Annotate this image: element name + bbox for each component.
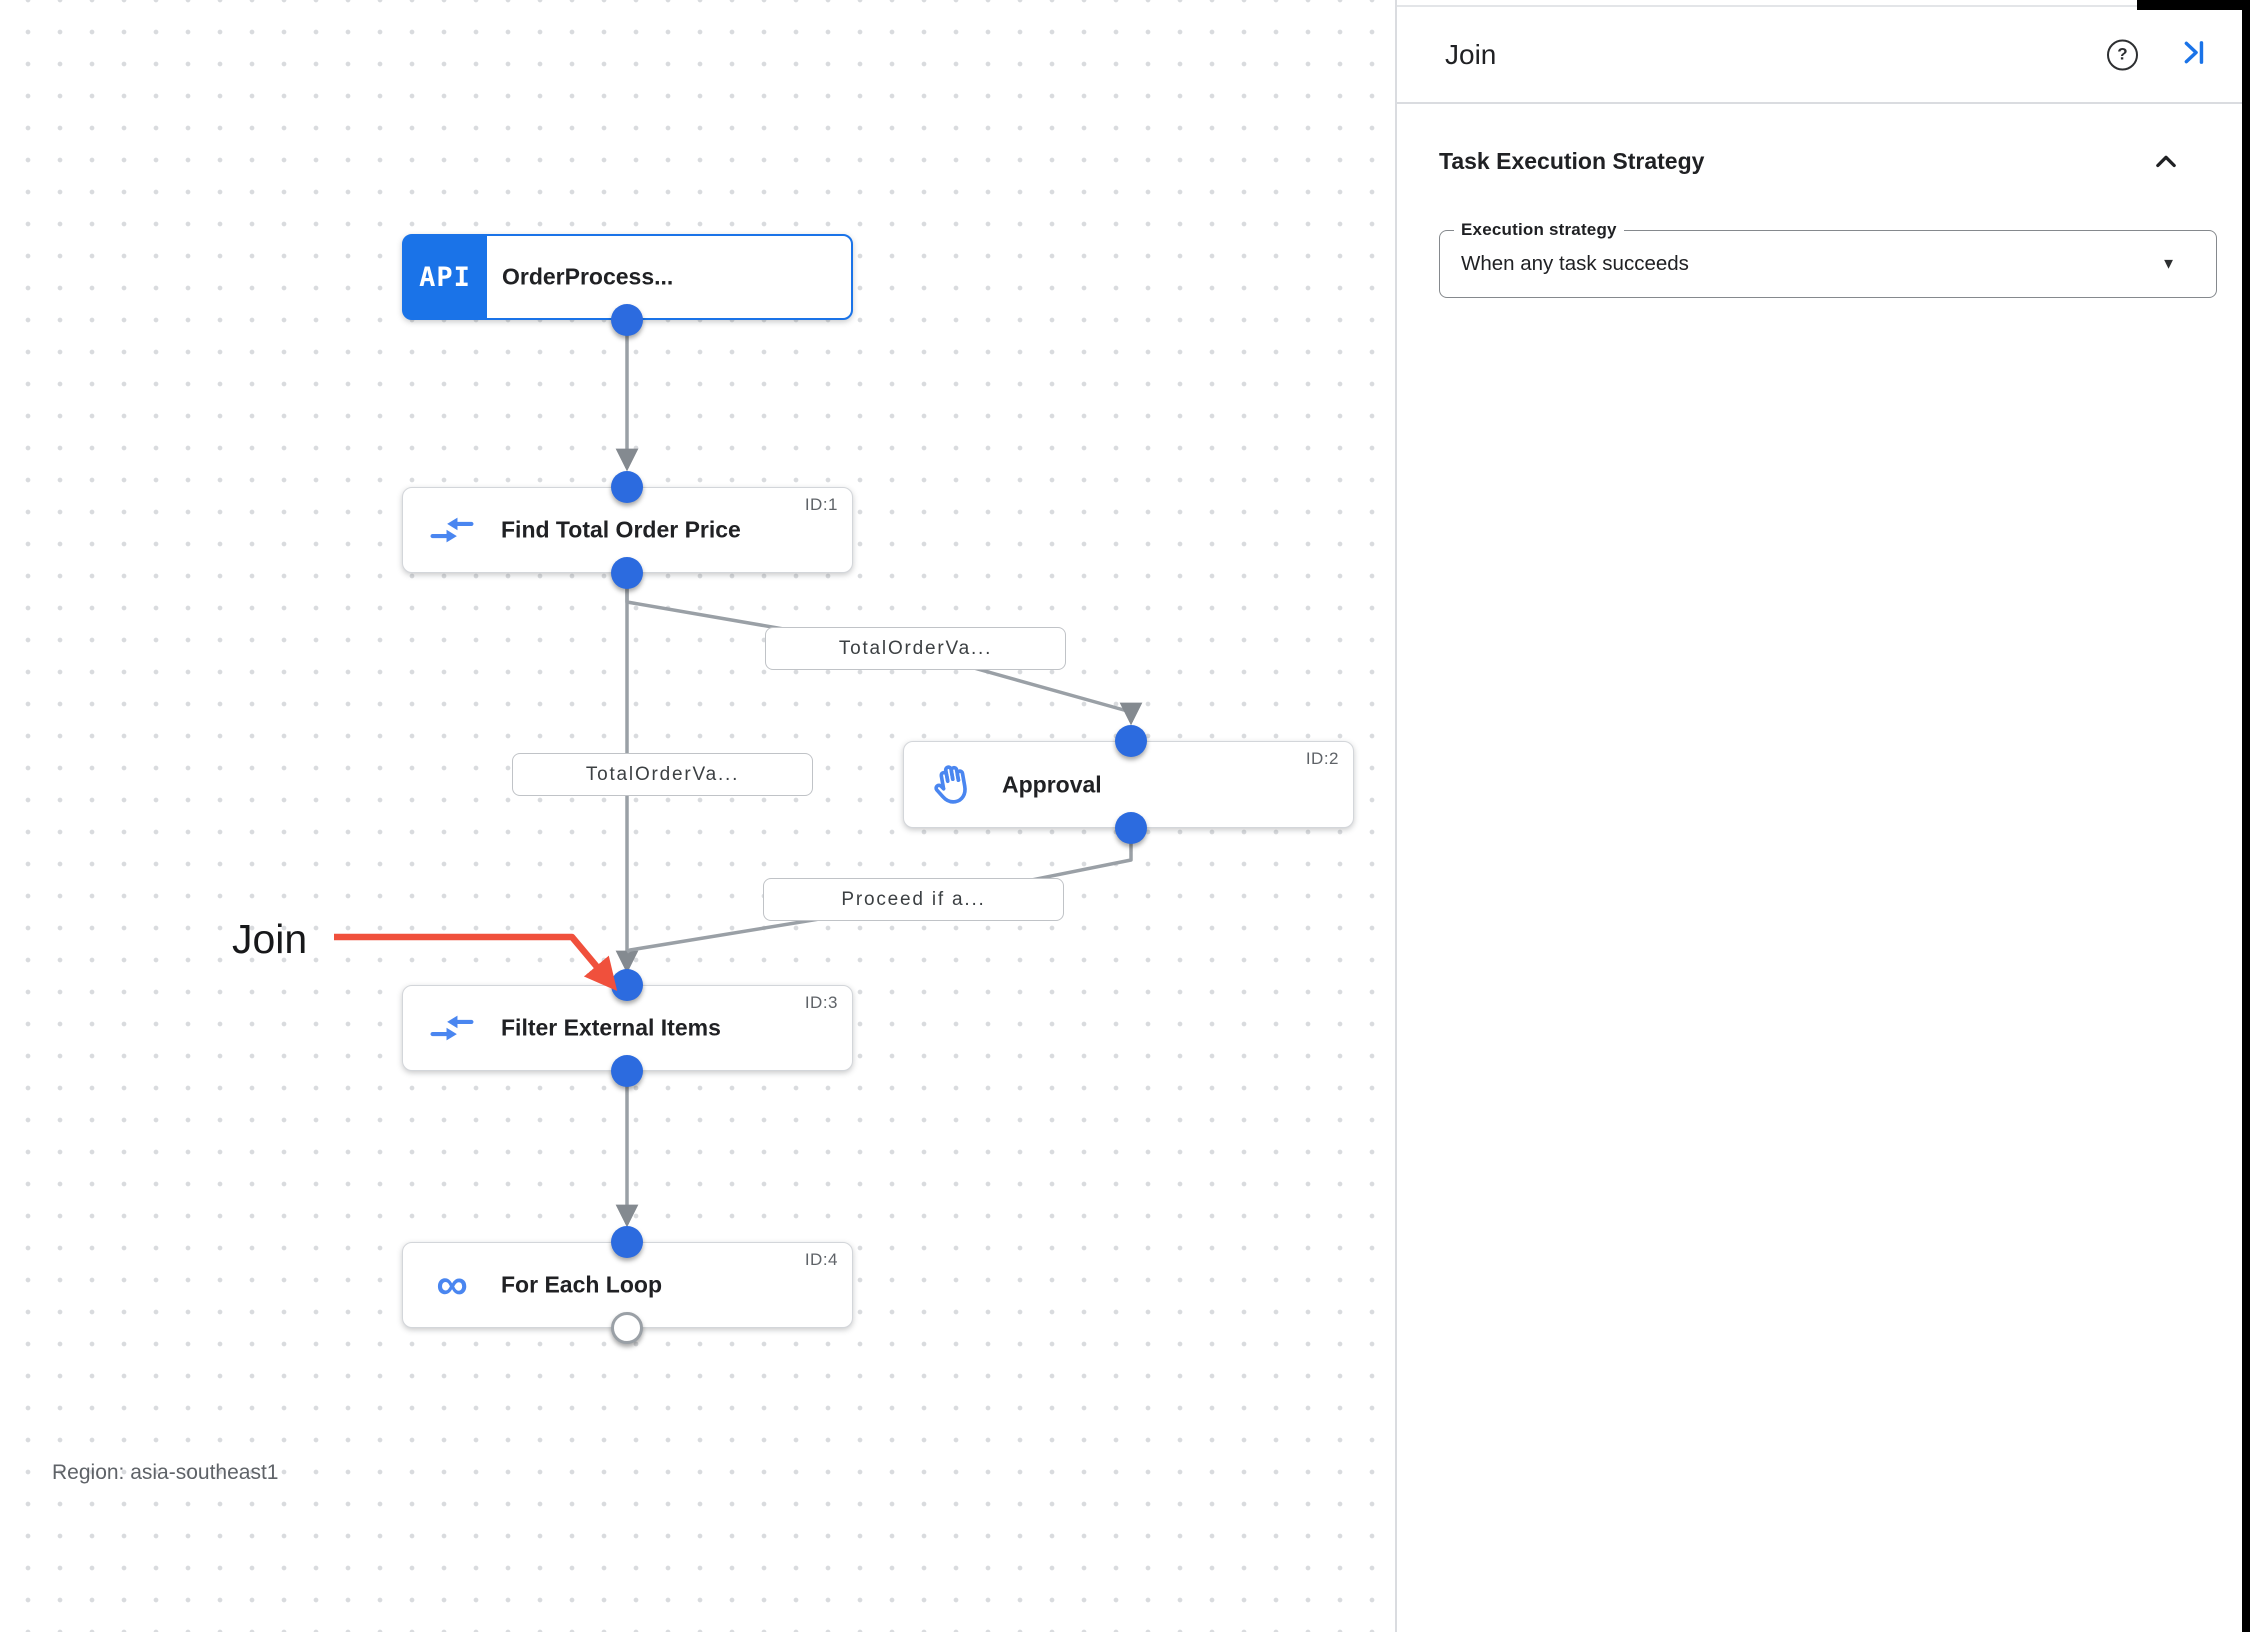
execution-strategy-select[interactable]: Execution strategy When any task succeed… (1439, 220, 2217, 298)
node-title: Find Total Order Price (501, 516, 741, 543)
data-mapping-icon (429, 1002, 475, 1054)
connector-in-task4[interactable] (611, 1226, 643, 1258)
chevron-up-icon[interactable] (2152, 148, 2180, 181)
connector-in-task1[interactable] (611, 471, 643, 503)
panel-header: Join ? (1397, 5, 2242, 104)
connector-in-task2[interactable] (1115, 725, 1147, 757)
join-annotation-arrow (334, 933, 618, 991)
execution-strategy-value: When any task succeeds (1461, 252, 1689, 275)
node-title: Approval (1002, 771, 1102, 797)
section-title: Task Execution Strategy (1439, 148, 1705, 174)
connector-out-task2[interactable] (1115, 812, 1147, 844)
connector-out-task4-open[interactable] (611, 1312, 643, 1344)
screen-edge-strip-right (2242, 0, 2250, 1632)
node-id-badge: ID:1 (804, 495, 838, 514)
section-task-execution-strategy[interactable]: Task Execution Strategy (1439, 140, 2202, 186)
screen-edge-bar-top (2137, 0, 2250, 10)
edge-label-totalorderva-left[interactable]: TotalOrderVa... (512, 753, 813, 796)
node-id-badge: ID:2 (1305, 749, 1339, 768)
node-title: For Each Loop (501, 1271, 662, 1298)
workflow-canvas[interactable]: TotalOrderVa... TotalOrderVa... Proceed … (0, 0, 1395, 1632)
execution-strategy-label: Execution strategy (1454, 220, 1624, 240)
edge-label-proceed-if[interactable]: Proceed if a... (763, 878, 1064, 921)
panel-title: Join (1445, 38, 1497, 70)
loop-icon: ∞ (436, 1260, 468, 1309)
join-annotation-label: Join (232, 916, 308, 962)
node-title: OrderProcess... (502, 263, 674, 290)
connector-out-task1[interactable] (611, 557, 643, 589)
edge-label-totalorderva-right[interactable]: TotalOrderVa... (765, 627, 1066, 670)
help-icon[interactable]: ? (2107, 39, 2138, 70)
collapse-panel-icon[interactable] (2181, 38, 2209, 71)
node-id-badge: ID:4 (804, 1250, 838, 1269)
region-label: Region: asia-southeast1 (52, 1461, 279, 1484)
hand-icon (930, 759, 976, 811)
connector-out-task3[interactable] (611, 1055, 643, 1087)
data-mapping-icon (429, 504, 475, 556)
dropdown-caret-icon: ▼ (2161, 255, 2176, 273)
node-title: Filter External Items (501, 1014, 721, 1041)
api-trigger-badge: API (403, 235, 487, 319)
config-panel: Join ? Task Execution Strategy Execut (1395, 0, 2242, 1632)
connector-out-trigger[interactable] (611, 304, 643, 336)
node-id-badge: ID:3 (804, 993, 838, 1012)
